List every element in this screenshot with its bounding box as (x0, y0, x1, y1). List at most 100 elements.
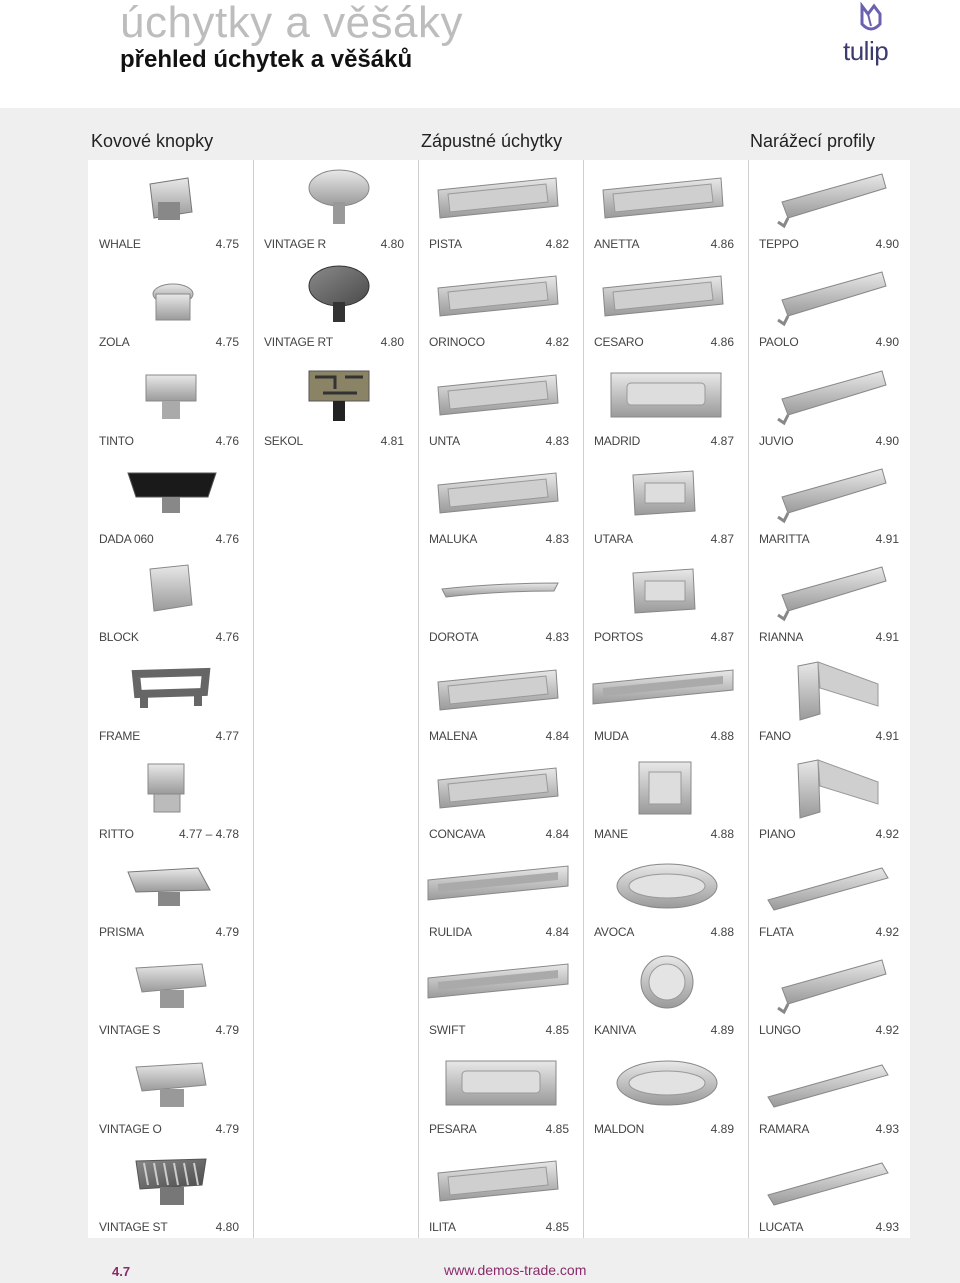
recess-box-icon (583, 457, 748, 537)
recess-flat-icon (418, 850, 583, 930)
product-name: ORINOCO (429, 335, 485, 350)
profile-flat-icon (748, 1047, 913, 1127)
product-name: PESARA (429, 1121, 477, 1136)
product-name: MUDA (594, 728, 629, 743)
product-page-ref: 4.91 (875, 531, 899, 546)
profile-flat-icon (748, 850, 913, 930)
product-page-ref: 4.80 (215, 1220, 239, 1234)
profile-icon (748, 260, 913, 340)
profile-icon (748, 359, 913, 439)
footer-website-link[interactable]: www.demos-trade.com (444, 1262, 587, 1278)
profile-icon (748, 948, 913, 1028)
knob-vintage-icon (88, 948, 253, 1028)
product-page-ref: 4.83 (545, 433, 569, 448)
product-page-ref: 4.76 (215, 630, 239, 645)
profile-flat-icon (748, 1145, 913, 1225)
product-page-ref: 4.77 (215, 728, 239, 743)
product-item: KANIVA 4.89 (583, 948, 748, 1046)
product-page-ref: 4.86 (710, 335, 734, 350)
recess-square-icon (583, 752, 748, 832)
product-name: BLOCK (99, 630, 139, 645)
profile-icon (748, 457, 913, 537)
product-page-ref: 4.85 (545, 1121, 569, 1136)
product-name: ILITA (429, 1220, 456, 1234)
product-page-ref: 4.83 (545, 531, 569, 546)
knob-round-dark-icon (253, 260, 418, 340)
product-name: DADA 060 (99, 531, 154, 546)
recess-round-icon (583, 948, 748, 1028)
product-name: AVOCA (594, 925, 635, 940)
product-name: VINTAGE RT (264, 335, 333, 350)
product-page-ref: 4.90 (875, 433, 899, 448)
product-page-ref: 4.93 (875, 1121, 899, 1136)
knob-frame-icon (88, 654, 253, 734)
product-name: KANIVA (594, 1023, 636, 1038)
product-page-ref: 4.88 (710, 728, 734, 743)
product-item: CESARO 4.86 (583, 260, 748, 358)
product-page-ref: 4.80 (380, 335, 404, 350)
recess-icon (418, 752, 583, 832)
product-name: CONCAVA (429, 826, 486, 841)
product-name: VINTAGE O (99, 1121, 162, 1136)
product-page-ref: 4.76 (215, 433, 239, 448)
recess-icon (583, 162, 748, 242)
product-name: PIANO (759, 826, 796, 841)
product-name: RITTO (99, 826, 134, 841)
product-item: MARITTA 4.91 (748, 457, 913, 555)
product-name: TEPPO (759, 237, 799, 251)
recess-icon (583, 260, 748, 340)
product-name: MARITTA (759, 531, 810, 546)
product-name: UTARA (594, 531, 633, 546)
recess-thin-icon (418, 555, 583, 635)
product-page-ref: 4.81 (380, 433, 404, 448)
product-name: MALENA (429, 728, 478, 743)
product-name: CESARO (594, 335, 644, 350)
profile-tall-icon (748, 654, 913, 734)
page-number: 4.7 (112, 1264, 131, 1279)
recess-flat-icon (418, 948, 583, 1028)
product-name: DOROTA (429, 630, 479, 645)
product-page-ref: 4.91 (875, 728, 899, 743)
product-name: SEKOL (264, 433, 304, 448)
product-name: WHALE (99, 237, 141, 251)
column-divider (583, 160, 584, 1238)
product-name: RAMARA (759, 1121, 810, 1136)
recess-icon (418, 359, 583, 439)
knob-sekol-icon (253, 359, 418, 439)
product-page-ref: 4.80 (380, 237, 404, 251)
column-divider (748, 160, 749, 1238)
product-name: RIANNA (759, 630, 804, 645)
product-name: VINTAGE S (99, 1023, 161, 1038)
product-page-ref: 4.88 (710, 826, 734, 841)
recess-plate-icon (583, 359, 748, 439)
product-page-ref: 4.87 (710, 433, 734, 448)
product-page-ref: 4.84 (545, 728, 569, 743)
product-item: SEKOL 4.81 (253, 359, 418, 457)
product-page-ref: 4.82 (545, 237, 569, 251)
product-item: MUDA 4.88 (583, 654, 748, 752)
column-divider (253, 160, 254, 1238)
product-page-ref: 4.89 (710, 1023, 734, 1038)
page-subtitle: přehled úchytek a věšáků (120, 46, 413, 73)
recess-icon (418, 260, 583, 340)
knob-block-icon (88, 555, 253, 635)
product-page-ref: 4.82 (545, 335, 569, 350)
